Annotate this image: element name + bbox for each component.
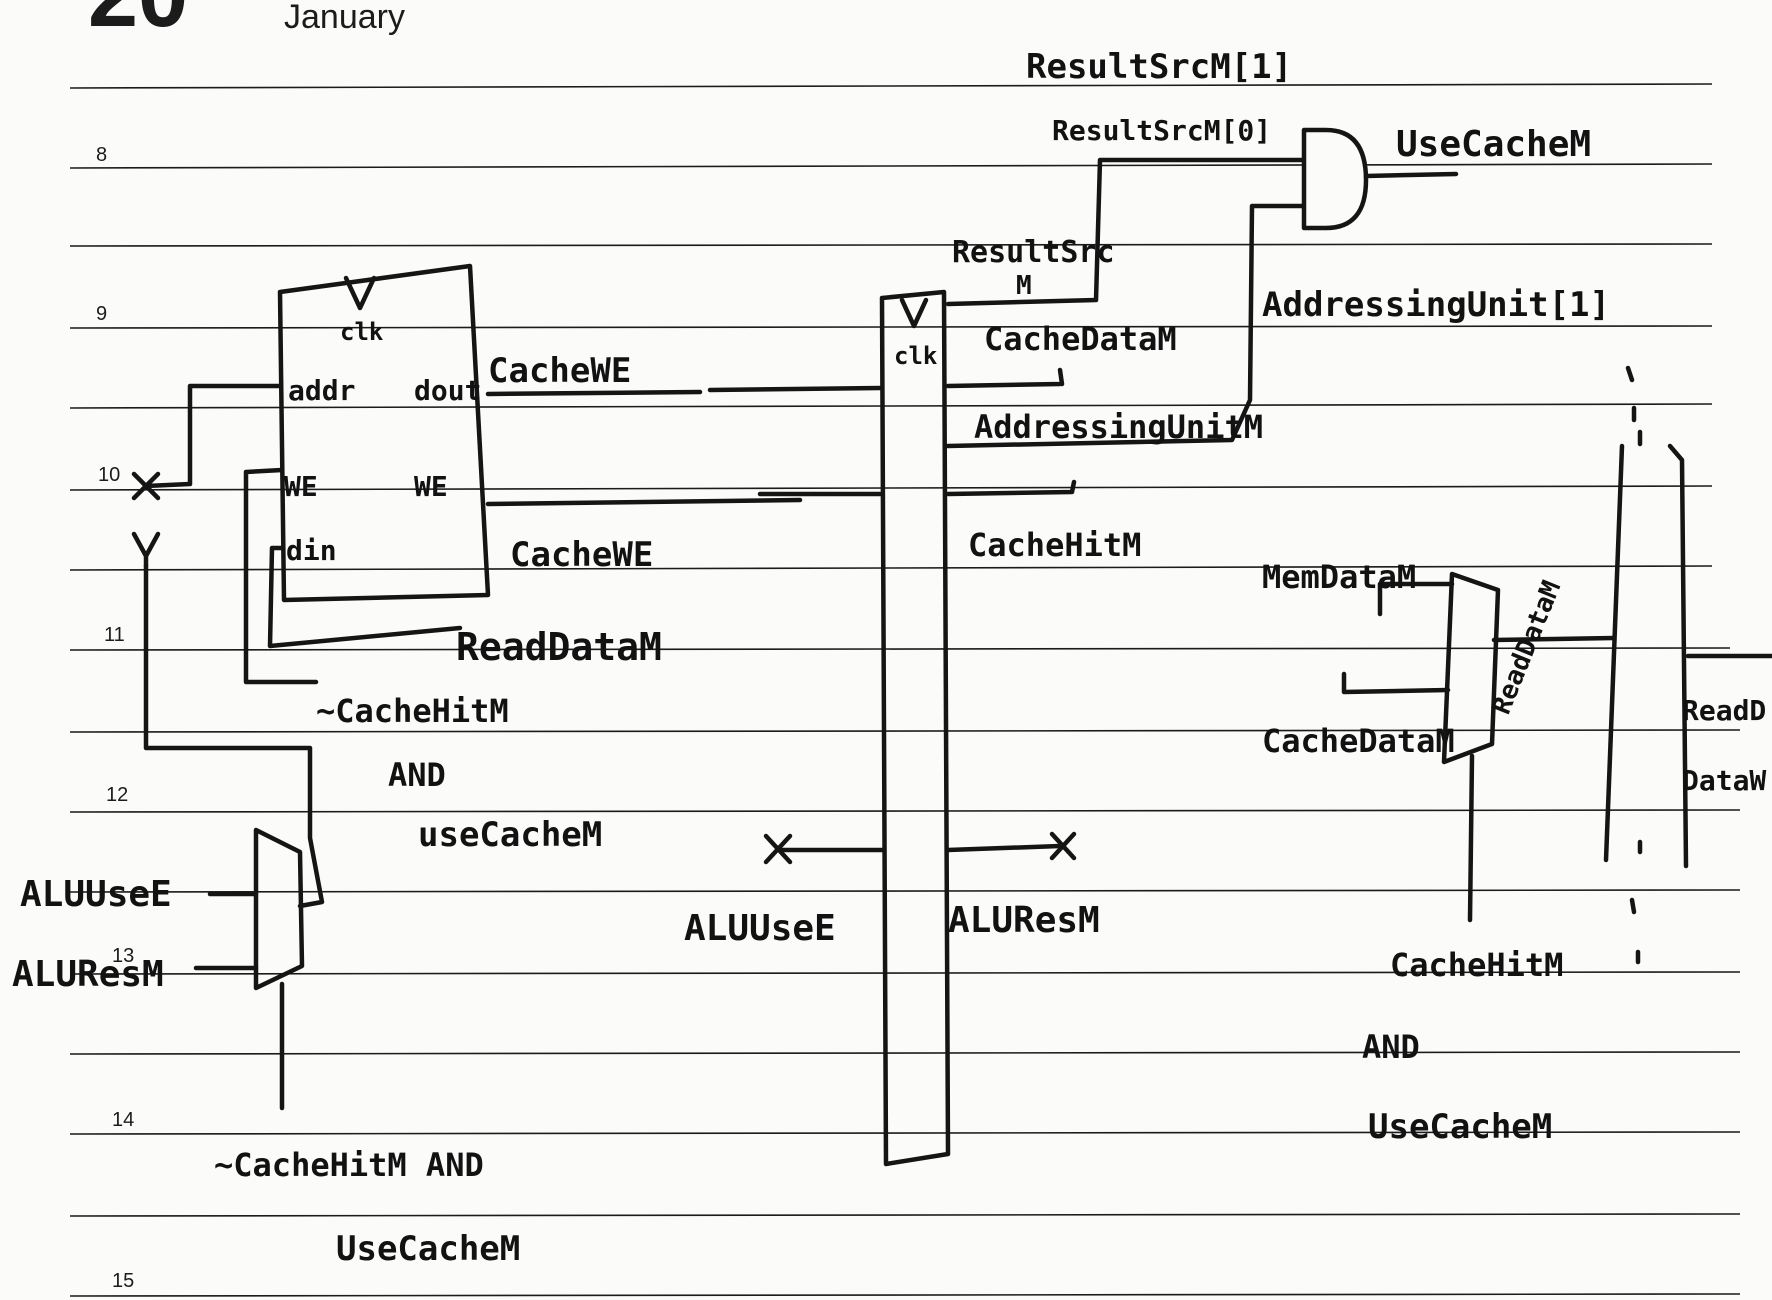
cache-we2-port: WE bbox=[414, 470, 448, 503]
label-readdata-w: ReadD bbox=[1682, 694, 1766, 727]
month-label: January bbox=[284, 0, 405, 36]
label-readdata-m: ReadDataM bbox=[456, 625, 662, 669]
hour-11: 11 bbox=[104, 624, 125, 646]
label-cachehit-m-1: CacheHitM bbox=[968, 526, 1141, 564]
label-cachewe-bottom: CacheWE bbox=[510, 535, 653, 575]
label-readdata-w-2: DataW bbox=[1682, 764, 1766, 797]
label-addressing-m-1: AddressingUnitM bbox=[974, 408, 1263, 446]
memdata-mux bbox=[1441, 571, 1501, 765]
memdata-in-wire bbox=[1377, 581, 1455, 617]
we-loop-wire bbox=[243, 467, 319, 685]
label-alures-mid: ALUResM bbox=[948, 900, 1100, 941]
cache-din-port: din bbox=[286, 534, 337, 567]
ruled-lines bbox=[69, 83, 1741, 1297]
hour-8: 8 bbox=[96, 144, 107, 166]
cachedata-in-wire bbox=[1341, 671, 1451, 695]
readdata-loop-wire bbox=[267, 545, 463, 649]
aluuse-cross-mark bbox=[763, 833, 793, 865]
cache-we-port: WE bbox=[284, 470, 318, 503]
label-aluuse-mid: ALUUseE bbox=[684, 908, 836, 949]
label-usecache-m-2: UseCacheM bbox=[336, 1229, 520, 1269]
alures-stub bbox=[945, 843, 1063, 853]
alures-cross-mark bbox=[1049, 831, 1077, 861]
cachehit-stub bbox=[945, 479, 1077, 497]
hour-15: 15 bbox=[112, 1270, 134, 1292]
label-resultsrc-m-bus: ResultSrcM[1] bbox=[1026, 47, 1292, 87]
label-aluuse-left: ALUUseE bbox=[20, 874, 172, 915]
cache-dout-port: dout bbox=[414, 374, 481, 407]
right-register-right-edge bbox=[1667, 443, 1689, 869]
hour-10: 10 bbox=[98, 464, 120, 486]
resultsrc-wire bbox=[945, 157, 1307, 307]
label-not-cachehit-and: ~CacheHitM AND bbox=[214, 1146, 484, 1184]
label-cachedata-m: CacheDataM bbox=[984, 320, 1177, 358]
label-and-1: AND bbox=[388, 756, 446, 794]
label-not-cachehit-m: ~CacheHitM bbox=[316, 692, 509, 730]
label-usecache-m-out: UseCacheM bbox=[1396, 124, 1591, 165]
cache-we-out-wire bbox=[485, 491, 883, 507]
din-cross-mark bbox=[131, 531, 161, 569]
register-clk-mark bbox=[899, 297, 929, 329]
hour-14: 14 bbox=[112, 1109, 134, 1131]
addressing-wire bbox=[945, 203, 1307, 449]
right-register-dots bbox=[1625, 365, 1643, 965]
day-number: 20 bbox=[88, 0, 188, 46]
cachedata-stub bbox=[945, 367, 1065, 389]
cache-dout-wire bbox=[485, 385, 883, 397]
readdata-out-wire bbox=[1491, 635, 1617, 643]
din-wire bbox=[143, 563, 325, 909]
hour-13: 13 bbox=[112, 945, 134, 967]
label-cachehit-m-2: CacheHitM bbox=[1390, 946, 1563, 984]
addr-wire bbox=[143, 383, 283, 489]
label-cachewe-top: CacheWE bbox=[488, 351, 631, 391]
register-clk-port: clk bbox=[894, 342, 938, 370]
label-and-2: AND bbox=[1362, 1028, 1420, 1066]
label-usecache-m-3: UseCacheM bbox=[1368, 1107, 1552, 1147]
cache-memory-block bbox=[277, 263, 491, 603]
addr-cross-mark bbox=[131, 471, 161, 501]
alu-mux bbox=[253, 827, 305, 991]
label-alures-left: ALUResM bbox=[12, 954, 164, 995]
right-register-left-edge bbox=[1603, 443, 1625, 863]
label-resultsrc-m-small: ResultSrc bbox=[952, 235, 1115, 270]
cache-addr-port: addr bbox=[288, 374, 355, 407]
label-memdata-m: MemDataM bbox=[1262, 558, 1416, 596]
pipeline-register bbox=[879, 289, 951, 1167]
label-resultsrc-m-cont: M bbox=[1016, 271, 1032, 301]
label-cachedata-m-2: CacheDataM bbox=[1262, 722, 1455, 760]
cachehit-select-wire bbox=[1467, 753, 1475, 923]
hour-9: 9 bbox=[96, 303, 107, 325]
hour-12: 12 bbox=[106, 784, 128, 806]
cache-clk-port: clk bbox=[340, 318, 384, 346]
label-resultsrc-m-bit: ResultSrcM[0] bbox=[1052, 114, 1271, 147]
label-addressing-bus: AddressingUnit[1] bbox=[1262, 285, 1610, 325]
usecache-and-gate bbox=[1301, 127, 1369, 231]
usecache-output-wire bbox=[1363, 171, 1459, 179]
label-usecache-m-1: useCacheM bbox=[418, 815, 602, 855]
